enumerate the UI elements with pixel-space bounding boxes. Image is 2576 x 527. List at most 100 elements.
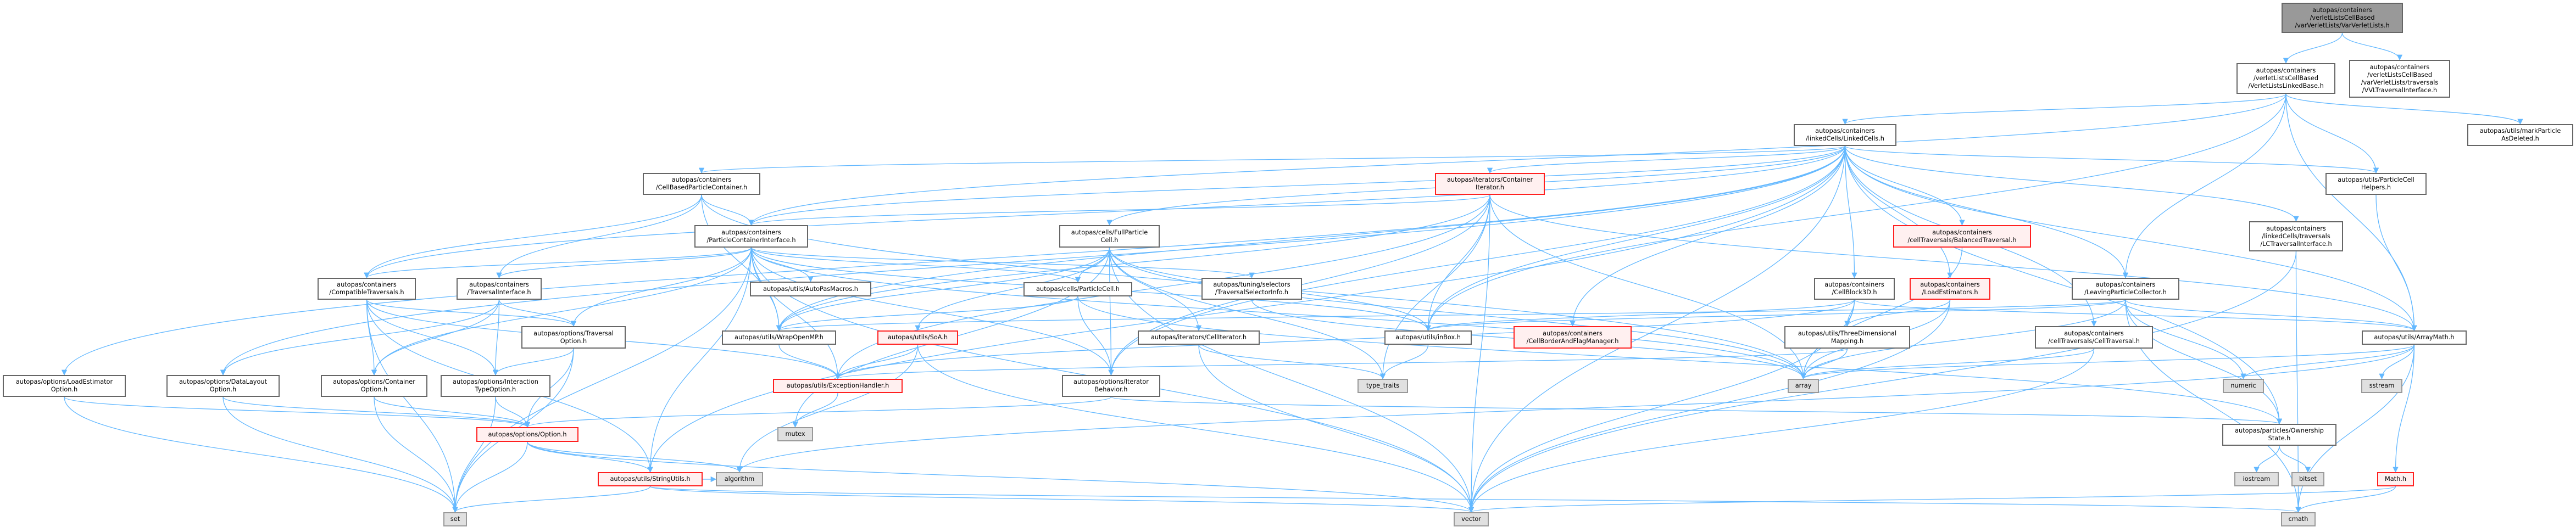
edge-pci-to-apm — [750, 247, 814, 283]
edge-ci-to-array — [1489, 194, 1806, 380]
graph-node-lcti[interactable]: autopas/containers /linkedCells/traversa… — [2249, 221, 2343, 251]
graph-node-pc[interactable]: autopas/cells/ParticleCell.h — [1023, 282, 1132, 296]
graph-node-ito[interactable]: autopas/options/Interaction TypeOption.h — [441, 375, 550, 397]
graph-node-soa[interactable]: autopas/utils/SoA.h — [877, 330, 958, 345]
graph-node-mpad[interactable]: autopas/utils/markParticle AsDeleted.h — [2467, 124, 2573, 146]
edge-lc-to-dlo — [220, 145, 1846, 376]
graph-node-vector[interactable]: vector — [1454, 512, 1489, 526]
graph-node-lpc[interactable]: autopas/containers /LeavingParticleColle… — [2072, 278, 2179, 300]
edge-comp-to-set — [366, 299, 458, 513]
graph-node-leo[interactable]: autopas/options/LoadEstimator Option.h — [3, 375, 126, 397]
edge-lpc-to-am — [2125, 299, 2417, 332]
edge-citer-to-vector — [1198, 344, 1475, 513]
graph-node-lc[interactable]: autopas/containers /linkedCells/LinkedCe… — [1794, 124, 1896, 146]
edge-fpc-to-tt — [1109, 247, 1386, 380]
edge-le-to-vector — [1468, 299, 1951, 513]
edge-citer-to-tt — [1198, 344, 1386, 380]
graph-node-comp[interactable]: autopas/containers /CompatibleTraversals… — [318, 278, 416, 300]
edge-ti-to-co — [371, 299, 500, 376]
graph-node-dlo[interactable]: autopas/options/DataLayout Option.h — [166, 375, 280, 397]
graph-node-pch[interactable]: autopas/utils/ParticleCell Helpers.h — [2325, 173, 2427, 195]
edge-fpc-to-array — [1109, 247, 1806, 380]
graph-node-array[interactable]: array — [1788, 379, 1819, 393]
graph-node-su[interactable]: autopas/utils/StringUtils.h — [598, 472, 703, 486]
edge-lc-to-ci — [1487, 145, 1846, 174]
edge-am-to-algo — [737, 344, 2415, 473]
graph-node-cmath[interactable]: cmath — [2281, 512, 2316, 526]
edge-fpc-to-vector — [1109, 247, 1475, 513]
edge-lc-to-womp — [776, 145, 1846, 332]
edge-root-to-vvl — [2341, 32, 2403, 61]
edge-fpc-to-ib — [1108, 247, 1114, 376]
graph-node-mutex[interactable]: mutex — [777, 427, 813, 441]
edge-leo-to-opt — [64, 396, 530, 428]
edge-ti-to-to — [498, 299, 577, 327]
edge-root-to-vllb — [2283, 32, 2343, 64]
graph-node-opt[interactable]: autopas/options/Option.h — [476, 427, 578, 442]
edge-lpc-to-inbox — [1425, 299, 2126, 332]
graph-node-eh[interactable]: autopas/utils/ExceptionHandler.h — [773, 379, 903, 393]
edge-cb3d-to-am — [1854, 299, 2417, 332]
edge-cbpc-to-pci — [701, 194, 754, 226]
graph-node-co[interactable]: autopas/options/Container Option.h — [321, 375, 427, 397]
edge-pci-to-pc — [750, 247, 1081, 283]
graph-node-numeric[interactable]: numeric — [2223, 379, 2264, 393]
edge-inbox-to-tt — [1379, 344, 1429, 380]
graph-node-bal[interactable]: autopas/containers /cellTraversals/Balan… — [1893, 225, 2031, 248]
edge-pci-to-set — [452, 247, 752, 513]
graph-node-fpc[interactable]: autopas/cells/FullParticle Cell.h — [1059, 225, 1160, 248]
edge-pci-to-su — [647, 247, 752, 473]
edge-soa-to-vector — [917, 344, 1475, 513]
edge-to-to-opt — [524, 348, 574, 428]
graph-node-tsi[interactable]: autopas/tuning/selectors /TraversalSelec… — [1201, 278, 1302, 300]
edge-vllb-to-lc — [1842, 93, 2286, 125]
graph-node-os[interactable]: autopas/particles/Ownership State.h — [2222, 424, 2336, 446]
edge-lc-to-leo — [61, 145, 1846, 376]
graph-node-cbfm[interactable]: autopas/containers /CellBorderAndFlagMan… — [1514, 326, 1632, 349]
edge-lpc-to-array — [1800, 299, 2126, 380]
graph-node-ib[interactable]: autopas/options/Iterator Behavior.h — [1062, 375, 1160, 397]
edge-pci-to-ib — [750, 247, 1114, 376]
graph-node-cb3d[interactable]: autopas/containers /CellBlock3D.h — [1814, 278, 1895, 300]
edge-math-to-cmath — [2295, 486, 2396, 513]
graph-node-cbpc[interactable]: autopas/containers /CellBasedParticleCon… — [643, 173, 760, 195]
edge-fpc-to-womp — [776, 247, 1110, 332]
graph-node-le[interactable]: autopas/containers /LoadEstimators.h — [1910, 278, 1990, 300]
graph-node-tdm[interactable]: autopas/utils/ThreeDimensional Mapping.h — [1784, 326, 1910, 349]
graph-node-math[interactable]: Math.h — [2377, 472, 2414, 486]
graph-node-ti[interactable]: autopas/containers /TraversalInterface.h — [457, 278, 542, 300]
graph-node-am[interactable]: autopas/utils/ArrayMath.h — [2362, 330, 2467, 345]
edge-comp-to-ito — [366, 299, 499, 376]
edge-fpc-to-soa — [915, 247, 1110, 332]
edge-pc-to-womp — [776, 296, 1078, 332]
graph-node-to[interactable]: autopas/options/Traversal Option.h — [521, 326, 626, 349]
graph-node-apm[interactable]: autopas/utils/AutoPasMacros.h — [750, 282, 871, 296]
graph-node-vvl[interactable]: autopas/containers /verletListsCellBased… — [2349, 60, 2450, 98]
edge-fpc-to-citer — [1109, 247, 1202, 332]
edge-bal-to-array — [1800, 247, 1963, 380]
edge-vllb-to-lpc — [2122, 93, 2286, 279]
edge-pci-to-ti — [496, 247, 752, 279]
edge-cbpc-to-ti — [496, 194, 702, 279]
graph-node-tt[interactable]: type_traits — [1357, 379, 1408, 393]
graph-node-sstream[interactable]: sstream — [2361, 379, 2402, 393]
graph-node-ct[interactable]: autopas/containers /cellTraversals/CellT… — [2035, 326, 2153, 349]
graph-node-citer[interactable]: autopas/iterators/CellIterator.h — [1138, 330, 1260, 345]
graph-node-inbox[interactable]: autopas/utils/inBox.h — [1384, 330, 1472, 345]
graph-node-ci[interactable]: autopas/iterators/Container Iterator.h — [1435, 173, 1545, 195]
graph-node-algo[interactable]: algorithm — [716, 472, 763, 486]
graph-node-iostream[interactable]: iostream — [2234, 472, 2279, 486]
edge-ib-to-os — [1110, 396, 2282, 425]
graph-node-bitset[interactable]: bitset — [2291, 472, 2324, 486]
graph-node-vllb[interactable]: autopas/containers /verletListsCellBased… — [2236, 63, 2335, 94]
graph-node-set[interactable]: set — [443, 512, 467, 526]
edge-math-to-vector — [1468, 486, 2396, 513]
edge-tdm-to-eh — [835, 348, 1848, 380]
edge-co-to-opt — [374, 396, 531, 428]
edge-lc-to-pch — [1844, 145, 2379, 174]
edge-womp-to-eh — [778, 344, 841, 380]
edge-am-to-numeric — [2240, 344, 2415, 380]
graph-node-pci[interactable]: autopas/containers /ParticleContainerInt… — [694, 225, 808, 248]
graph-node-womp[interactable]: autopas/utils/WrapOpenMP.h — [722, 330, 836, 345]
edge-opt-to-algo — [527, 441, 743, 473]
